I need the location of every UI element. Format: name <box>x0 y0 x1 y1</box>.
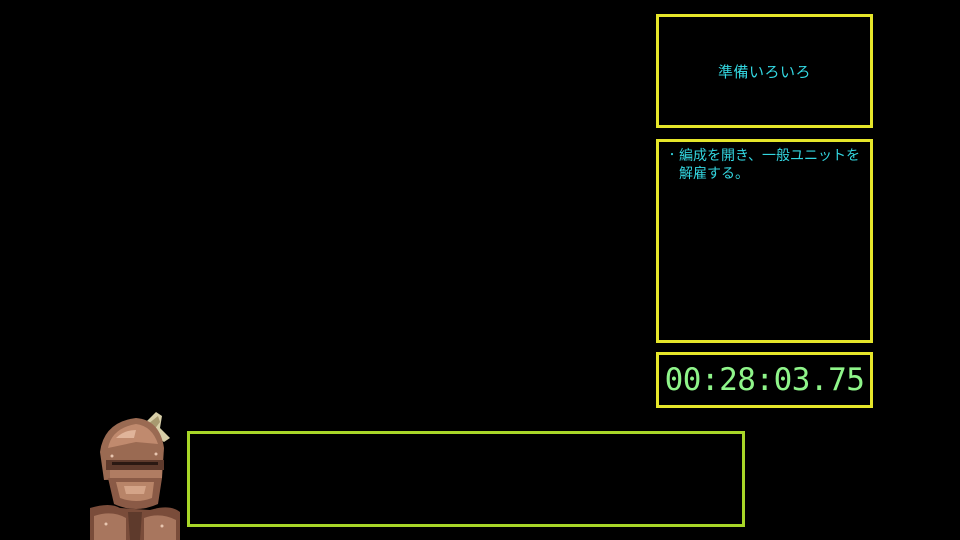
note-text: 編成を開き、一般ユニットを解雇する。 <box>679 148 861 182</box>
segment-title-panel: 準備いろいろ <box>656 14 873 128</box>
note-item: ・ 編成を開き、一般ユニットを解雇する。 <box>665 147 862 183</box>
armored-knight-portrait-icon <box>90 412 180 540</box>
timer-display: 00:28:03.75 <box>664 362 865 398</box>
dialog-box <box>187 431 745 527</box>
notes-panel: ・ 編成を開き、一般ユニットを解雇する。 <box>656 139 873 343</box>
notes-list: ・ 編成を開き、一般ユニットを解雇する。 <box>665 147 862 183</box>
segment-title: 準備いろいろ <box>717 62 811 81</box>
timer-panel: 00:28:03.75 <box>656 352 873 408</box>
note-bullet: ・ <box>667 150 677 161</box>
